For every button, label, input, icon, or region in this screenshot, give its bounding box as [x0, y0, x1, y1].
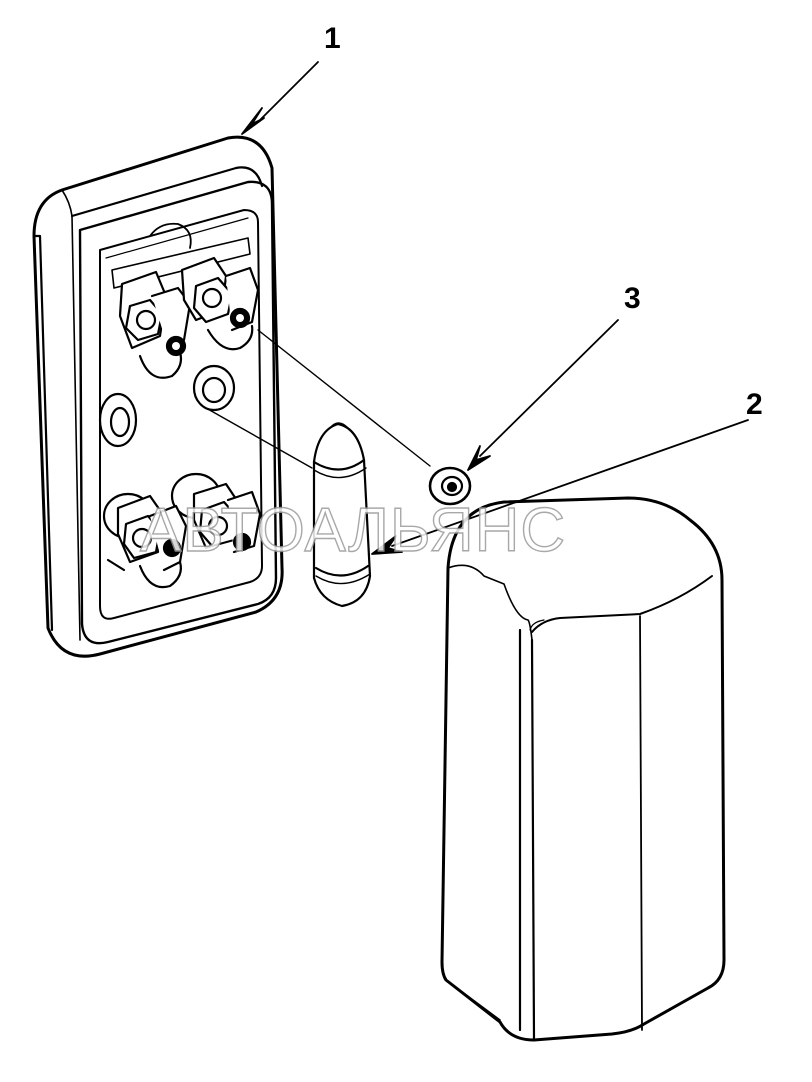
washer [428, 466, 472, 506]
top-contacts [111, 222, 260, 379]
callout-3: 3 [624, 282, 641, 315]
callout-2: 2 [746, 388, 763, 421]
bottom-contacts [102, 472, 262, 589]
mounting-holes [98, 364, 236, 448]
leader-lines [205, 61, 749, 555]
lamp-housing [32, 135, 284, 658]
festoon-bulb [312, 422, 372, 608]
watermark: АВТОАЛЬЯНС [139, 496, 567, 565]
lamp-lens [440, 496, 726, 1042]
callout-1: 1 [324, 22, 341, 55]
